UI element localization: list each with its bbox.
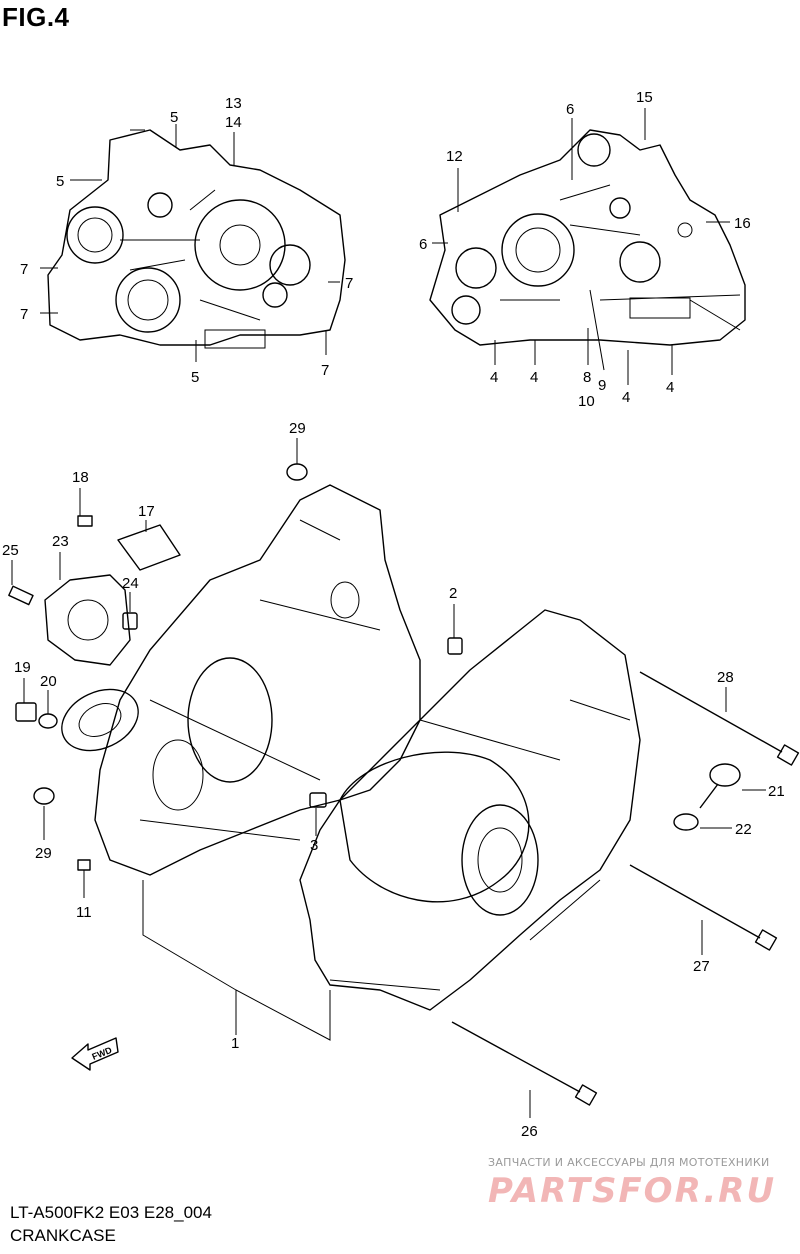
model-code: LT-A500FK2 E03 E28_004 <box>10 1203 212 1222</box>
watermark-tagline: ЗАПЧАСТИ И АКСЕССУАРЫ ДЛЯ МОТОТЕХНИКИ <box>488 1156 770 1169</box>
callout-27: 27 <box>693 958 710 975</box>
callout-24: 24 <box>122 575 139 592</box>
oil-seal <box>61 688 139 752</box>
callout-9: 9 <box>598 377 606 394</box>
callout-7: 7 <box>345 275 353 292</box>
callout-7: 7 <box>20 261 28 278</box>
callout-4: 4 <box>530 369 538 386</box>
fwd-arrow-icon <box>71 1037 119 1071</box>
callout-22: 22 <box>735 821 752 838</box>
callout-11: 11 <box>76 904 92 921</box>
crankcase-left-half <box>94 484 421 876</box>
plug-19 <box>15 702 37 722</box>
callout-8: 8 <box>583 369 591 386</box>
figure-caption: CRANKCASE <box>10 1226 116 1245</box>
callout-5: 5 <box>170 109 178 126</box>
cap-29-upper <box>286 463 308 481</box>
callout-29: 29 <box>289 420 306 437</box>
callout-25: 25 <box>2 542 19 559</box>
callout-17: 17 <box>138 503 155 520</box>
crankcase-left-inner-view <box>47 129 346 349</box>
callout-1: 1 <box>231 1035 239 1052</box>
callout-18: 18 <box>72 469 89 486</box>
o-ring-22 <box>673 813 699 831</box>
bolt-27 <box>629 864 778 951</box>
callout-5: 5 <box>191 369 199 386</box>
bearing-retainer <box>44 574 131 666</box>
callout-28: 28 <box>717 669 734 686</box>
dowel-3 <box>309 792 327 808</box>
callout-6: 6 <box>566 101 574 118</box>
bolt-26 <box>451 1021 598 1106</box>
callout-7: 7 <box>321 362 329 379</box>
callout-2: 2 <box>449 585 457 602</box>
callout-21: 21 <box>768 783 785 800</box>
washer-20 <box>38 713 58 729</box>
callout-26: 26 <box>521 1123 538 1140</box>
leader-lines <box>11 108 766 1118</box>
dowel-2 <box>447 637 463 655</box>
callout-6: 6 <box>419 236 427 253</box>
callout-19: 19 <box>14 659 31 676</box>
callout-5: 5 <box>56 173 64 190</box>
callout-3: 3 <box>310 837 318 854</box>
callout-13: 13 <box>225 95 242 112</box>
bolt-18 <box>77 515 93 527</box>
callout-20: 20 <box>40 673 57 690</box>
plug-11 <box>77 859 91 871</box>
callout-15: 15 <box>636 89 653 106</box>
callout-10: 10 <box>578 393 595 410</box>
cap-29-lower <box>33 787 55 805</box>
callout-4: 4 <box>490 369 498 386</box>
watermark: ЗАПЧАСТИ И АКСЕССУАРЫ ДЛЯ МОТОТЕХНИКИ PA… <box>488 1156 788 1211</box>
figure-title: FIG.4 <box>2 2 70 32</box>
bolt-25 <box>8 585 34 606</box>
crankcase-right-inner-view <box>429 129 746 346</box>
crankcase-right-half <box>299 609 641 1011</box>
watermark-logo: PARTSFOR.RU <box>488 1171 777 1211</box>
callout-29: 29 <box>35 845 52 862</box>
dowel-24 <box>122 612 138 630</box>
callout-12: 12 <box>446 148 463 165</box>
oil-plug-21 <box>699 763 741 809</box>
bolt-28 <box>639 671 800 766</box>
sleeve-17 <box>117 524 181 571</box>
callout-4: 4 <box>622 389 630 406</box>
callout-14: 14 <box>225 114 242 131</box>
callout-23: 23 <box>52 533 69 550</box>
callout-labels: 1 2 3 4 4 4 4 5 5 5 6 6 7 7 7 7 8 9 10 1… <box>2 89 785 1140</box>
callout-7: 7 <box>20 306 28 323</box>
callout-16: 16 <box>734 215 751 232</box>
callout-4: 4 <box>666 379 674 396</box>
